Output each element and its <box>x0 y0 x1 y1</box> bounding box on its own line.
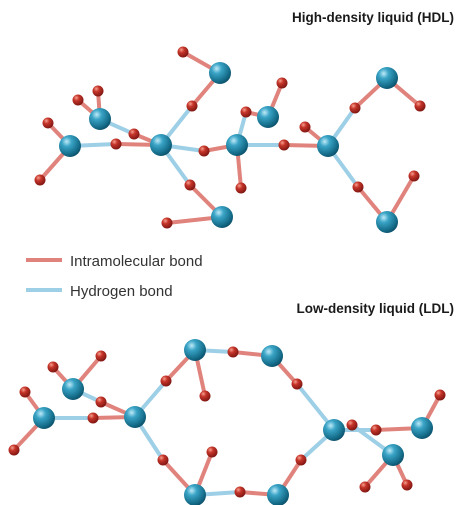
oxygen-atom <box>323 419 345 441</box>
oxygen-atom <box>226 134 248 156</box>
oxygen-atoms <box>33 339 433 505</box>
oxygen-atom <box>62 378 84 400</box>
legend-hydrogen-label: Hydrogen bond <box>70 283 173 300</box>
hydrogen-atom <box>110 138 122 150</box>
hydrogen-atom <box>352 181 364 193</box>
hydrogen-atom <box>295 454 307 466</box>
ldl-network <box>8 339 446 505</box>
hydrogen-atom <box>199 390 211 402</box>
hdl-network <box>34 46 426 233</box>
hydrogen-atom <box>95 396 107 408</box>
oxygen-atom <box>257 106 279 128</box>
oxygen-atom <box>376 67 398 89</box>
legend-intramolecular-label: Intramolecular bond <box>70 253 203 270</box>
hydrogen-atom <box>161 217 173 229</box>
hydrogen-atom <box>291 378 303 390</box>
oxygen-atom <box>150 134 172 156</box>
oxygen-atom <box>261 345 283 367</box>
hydrogen-atom <box>370 424 382 436</box>
oxygen-atom <box>211 206 233 228</box>
hydrogen-atom <box>346 419 358 431</box>
hydrogen-atom <box>414 100 426 112</box>
hydrogen-atom <box>95 350 107 362</box>
hydrogen-atom <box>47 361 59 373</box>
ldl-title: Low-density liquid (LDL) <box>297 301 454 316</box>
hydrogen-atom <box>8 444 20 456</box>
oxygen-atom <box>89 108 111 130</box>
oxygen-atom <box>382 444 404 466</box>
hydrogen-atom <box>184 179 196 191</box>
hydrogen-atom <box>408 170 420 182</box>
intramolecular-bonds <box>12 348 442 497</box>
hydrogen-atom <box>227 346 239 358</box>
hydrogen-atom <box>34 174 46 186</box>
oxygen-atom <box>209 62 231 84</box>
hydrogen-atom <box>359 481 371 493</box>
oxygen-atom <box>33 407 55 429</box>
hdl-title: High-density liquid (HDL) <box>292 10 454 25</box>
hydrogen-atom <box>240 106 252 118</box>
hydrogen-atom <box>87 412 99 424</box>
oxygen-atoms <box>59 62 398 233</box>
legend: Intramolecular bond Hydrogen bond <box>26 253 203 300</box>
hydrogen-atom <box>42 117 54 129</box>
hydrogen-atom <box>157 454 169 466</box>
oxygen-atom <box>59 135 81 157</box>
hydrogen-atom <box>349 102 361 114</box>
hydrogen-atom <box>92 85 104 97</box>
hydrogen-atom <box>128 128 140 140</box>
hydrogen-atom <box>186 100 198 112</box>
hydrogen-atom <box>234 486 246 498</box>
hydrogen-atom <box>299 121 311 133</box>
hydrogen-atom <box>19 386 31 398</box>
hydrogen-atom <box>206 446 218 458</box>
oxygen-atom <box>184 339 206 361</box>
hydrogen-atom <box>235 182 247 194</box>
hydrogen-atom <box>278 139 290 151</box>
oxygen-atom <box>317 135 339 157</box>
hydrogen-atom <box>72 94 84 106</box>
hydrogen-atom <box>401 479 413 491</box>
hydrogen-atom <box>434 389 446 401</box>
hydrogen-atoms <box>8 346 446 498</box>
hydrogen-atom <box>160 375 172 387</box>
hydrogen-atom <box>198 145 210 157</box>
oxygen-atom <box>267 484 289 505</box>
hydrogen-atom <box>177 46 189 58</box>
hydrogen-atoms <box>34 46 426 229</box>
oxygen-atom <box>184 484 206 505</box>
oxygen-atom <box>124 406 146 428</box>
hydrogen-atom <box>276 77 288 89</box>
oxygen-atom <box>411 417 433 439</box>
oxygen-atom <box>376 211 398 233</box>
